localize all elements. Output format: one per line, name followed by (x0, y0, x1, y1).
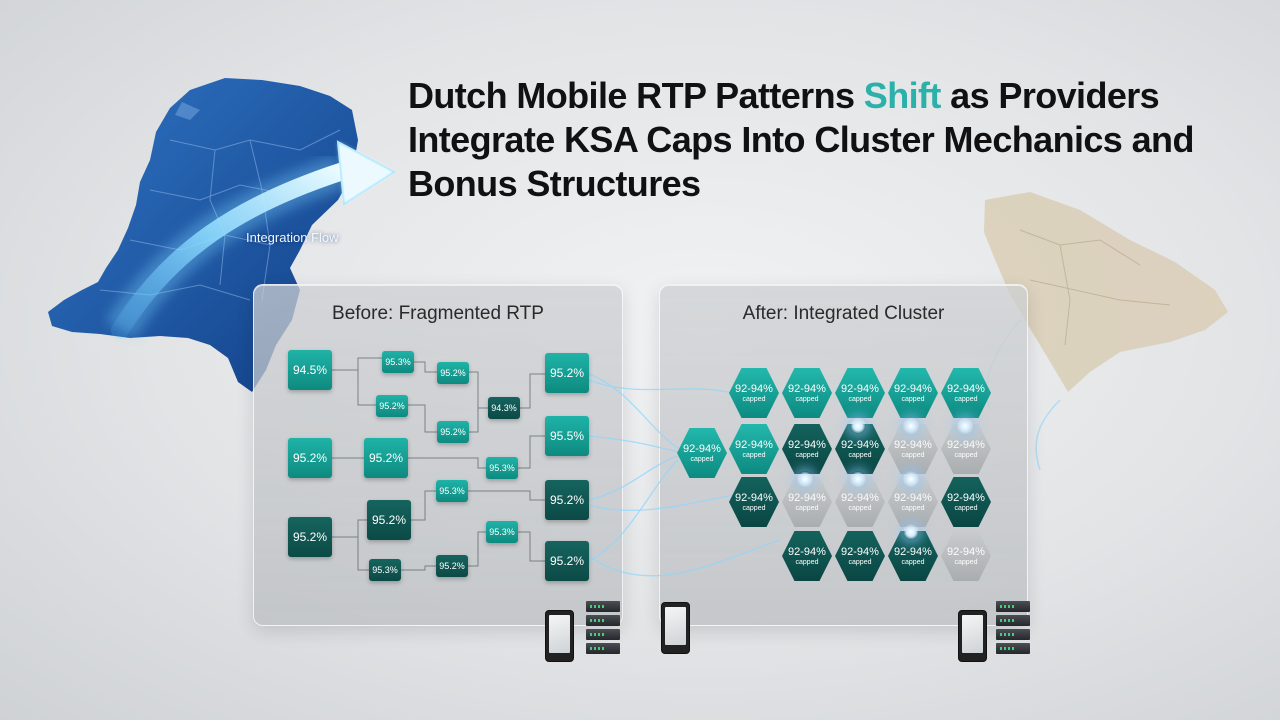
rtp-box-small: 95.3% (486, 457, 518, 479)
glow-node (850, 471, 866, 487)
glow-node (957, 418, 973, 434)
smartphone-icon (958, 610, 987, 662)
rtp-box: 95.2% (288, 517, 332, 557)
rtp-box-small: 95.3% (369, 559, 401, 581)
rtp-box-small: 95.2% (437, 421, 469, 443)
rtp-box: 94.5% (288, 350, 332, 390)
server-rack-icon (996, 601, 1030, 657)
before-panel-title: Before: Fragmented RTP (332, 303, 544, 324)
after-panel-title: After: Integrated Cluster (742, 303, 945, 324)
glow-node (797, 471, 813, 487)
smartphone-icon (661, 602, 690, 654)
page-title: Dutch Mobile RTP Patterns Shift as Provi… (408, 75, 1194, 204)
title-accent: Shift (863, 75, 942, 116)
rtp-box: 95.2% (545, 353, 589, 393)
saudi-arabia-map-icon (984, 192, 1228, 471)
rtp-box-small: 95.2% (376, 395, 408, 417)
integration-arrow-icon (105, 140, 396, 340)
rtp-box-small: 95.3% (486, 521, 518, 543)
smartphone-icon (545, 610, 574, 662)
rtp-box-small: 95.3% (436, 480, 468, 502)
rtp-box-small: 95.2% (437, 362, 469, 384)
rtp-box: 95.5% (545, 416, 589, 456)
rtp-box: 95.2% (367, 500, 411, 540)
rtp-box: 95.2% (545, 480, 589, 520)
glow-node (903, 524, 919, 540)
rtp-box: 95.2% (288, 438, 332, 478)
glow-node (850, 418, 866, 434)
rtp-box-small: 95.2% (436, 555, 468, 577)
glow-node (903, 418, 919, 434)
rtp-box: 95.2% (545, 541, 589, 581)
rtp-box: 95.2% (364, 438, 408, 478)
rtp-box-small: 94.3% (488, 397, 520, 419)
integration-flow-label: Integration Flow (246, 230, 339, 245)
rtp-box-small: 95.3% (382, 351, 414, 373)
server-rack-icon (586, 601, 620, 657)
glow-node (903, 471, 919, 487)
